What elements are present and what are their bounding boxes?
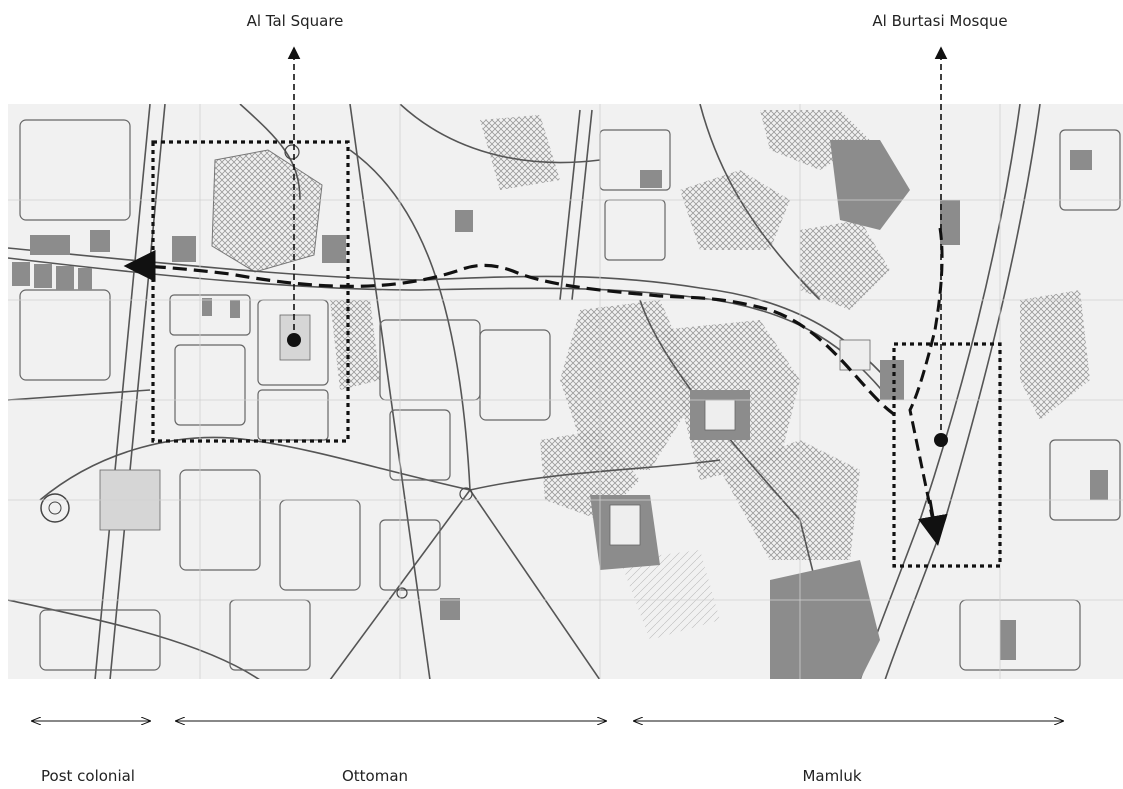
- al-tal-square-marker: [287, 333, 301, 347]
- al-tal-square-frame: [151, 140, 350, 443]
- label-al-tal-square: Al Tal Square: [247, 12, 344, 30]
- label-ottoman: Ottoman: [342, 767, 408, 785]
- street-map: [8, 104, 1123, 679]
- roundabouts: [40, 144, 473, 599]
- route-main: [123, 250, 896, 417]
- route-path: [908, 227, 944, 541]
- label-al-burtasi-mosque: Al Burtasi Mosque: [872, 12, 1007, 30]
- label-mamluk: Mamluk: [802, 767, 861, 785]
- route-end-arrow: [918, 499, 948, 546]
- label-post-colonial: Post colonial: [41, 767, 135, 785]
- al-burtasi-mosque-marker: [934, 433, 948, 447]
- landmark-al-burtasi-mosque: [934, 46, 948, 447]
- landmark-al-tal-square: [287, 46, 301, 347]
- al-burtasi-mosque-frame: [892, 342, 1002, 568]
- grid-lines: [8, 104, 1123, 679]
- buildings: [12, 140, 1108, 679]
